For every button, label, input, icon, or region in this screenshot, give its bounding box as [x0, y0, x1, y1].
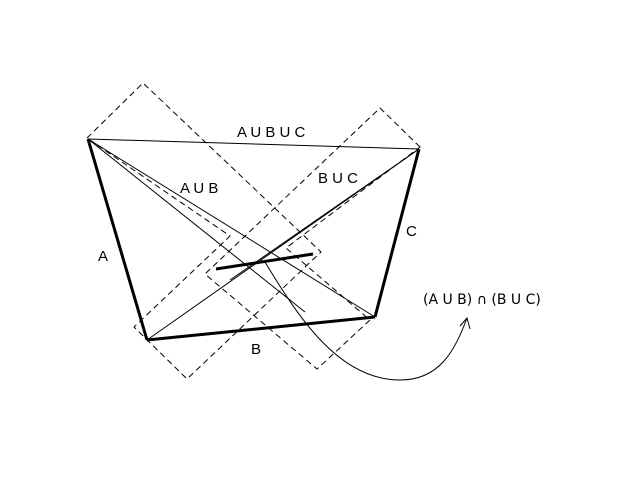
arrow-head-icon [459, 316, 471, 330]
label-union-bc: B U C [318, 170, 358, 187]
label-intersection: (A U B) ∩ (B U C) [423, 292, 541, 308]
edge-b [146, 315, 376, 342]
dashed-region-a-union-b [86, 82, 322, 380]
label-union-abc: A U B U C [237, 124, 306, 141]
label-union-ab: A U B [180, 180, 218, 197]
edge-a-to-bottom [87, 138, 306, 313]
edge-c [373, 148, 421, 318]
intersection-segment [215, 252, 314, 271]
edge-a [86, 138, 149, 341]
label-edge-c: C [406, 223, 417, 240]
dashed-region-b-union-c [204, 107, 421, 370]
curved-arrow [264, 261, 468, 381]
edge-c-to-inner [229, 148, 420, 281]
label-edge-a: A [98, 248, 108, 265]
edge-a-union-b-union-c [87, 138, 420, 150]
edge-a-to-b-diagonal [87, 138, 376, 318]
label-edge-b: B [251, 341, 261, 358]
